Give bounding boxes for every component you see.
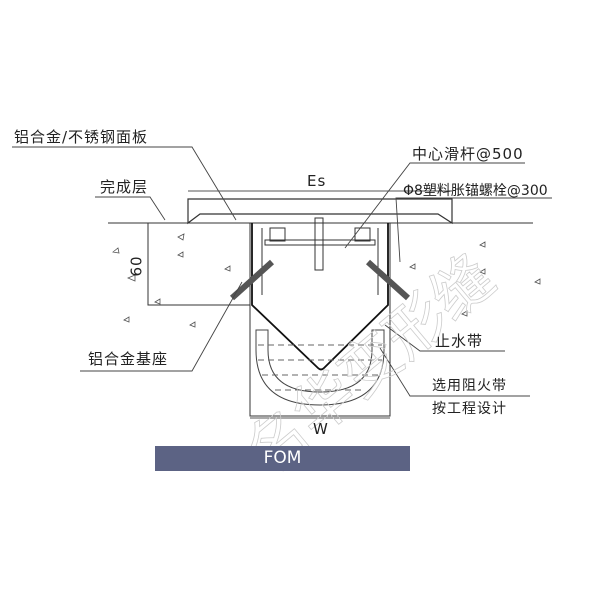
finish-layer-box: [147, 223, 250, 306]
center-slide-bar: [264, 239, 376, 246]
joint-gap: [249, 223, 391, 417]
label-panel: 铝合金/不锈钢面板: [14, 128, 149, 146]
anchor-bolt-right: [365, 259, 411, 301]
label-base: 铝合金基座: [88, 350, 169, 368]
anchor-bolt-left: [229, 259, 275, 301]
dimension-depth: 60: [127, 255, 146, 277]
model-bar: FOM: [155, 446, 410, 471]
label-center-rod: 中心滑杆@500: [412, 145, 524, 163]
label-finish-layer: 完成层: [100, 178, 149, 196]
label-fire-barrier-1: 选用阻火带: [432, 378, 507, 394]
dimension-es: Es: [307, 172, 327, 190]
cover-plate: [187, 198, 453, 225]
label-anchor-bolt: Φ8塑料胀锚螺栓@300: [403, 183, 548, 199]
label-fire-barrier-2: 按工程设计: [432, 401, 507, 417]
label-waterstop: 止水带: [435, 332, 484, 350]
dimension-w: W: [313, 420, 329, 438]
center-bolt: [314, 217, 324, 271]
aluminum-base: [251, 223, 389, 371]
